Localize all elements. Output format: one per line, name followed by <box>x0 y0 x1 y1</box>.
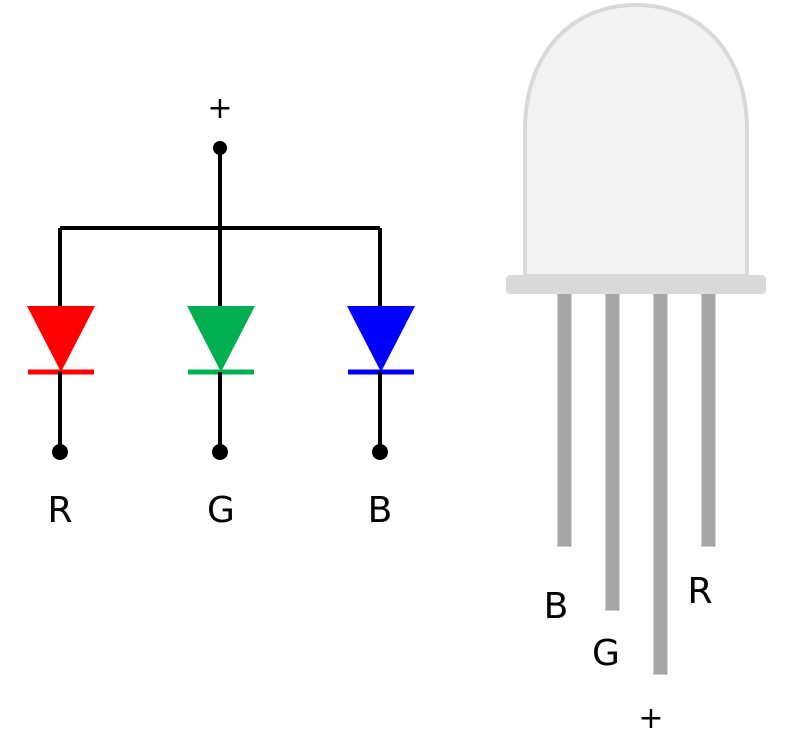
schematic: + R G B <box>27 91 415 531</box>
schematic-label-g: G <box>207 490 235 531</box>
schematic-label-r: R <box>47 490 72 531</box>
blue-diode-branch: B <box>347 228 415 531</box>
pin-label-b: B <box>544 586 569 627</box>
pin-label-anode: + <box>638 701 663 736</box>
pin-label-r: R <box>687 571 712 612</box>
green-diode-triangle <box>187 306 255 372</box>
led-leg-anode <box>650 288 671 678</box>
led-dome <box>523 2 749 278</box>
schematic-anode-label: + <box>207 91 232 126</box>
schematic-label-b: B <box>368 490 393 531</box>
led-leg-b <box>554 288 575 550</box>
blue-diode-triangle <box>347 306 415 372</box>
green-diode-branch: G <box>187 228 255 531</box>
green-terminal-dot <box>212 444 228 460</box>
blue-terminal-dot <box>372 444 388 460</box>
pin-label-g: G <box>592 633 620 674</box>
led-leg-g <box>602 288 623 614</box>
red-diode-branch: R <box>27 228 95 531</box>
red-diode-triangle <box>27 306 95 372</box>
led-rim <box>506 275 766 294</box>
led-package: B G R + <box>506 2 766 736</box>
led-leg-r <box>698 288 719 550</box>
red-terminal-dot <box>52 444 68 460</box>
